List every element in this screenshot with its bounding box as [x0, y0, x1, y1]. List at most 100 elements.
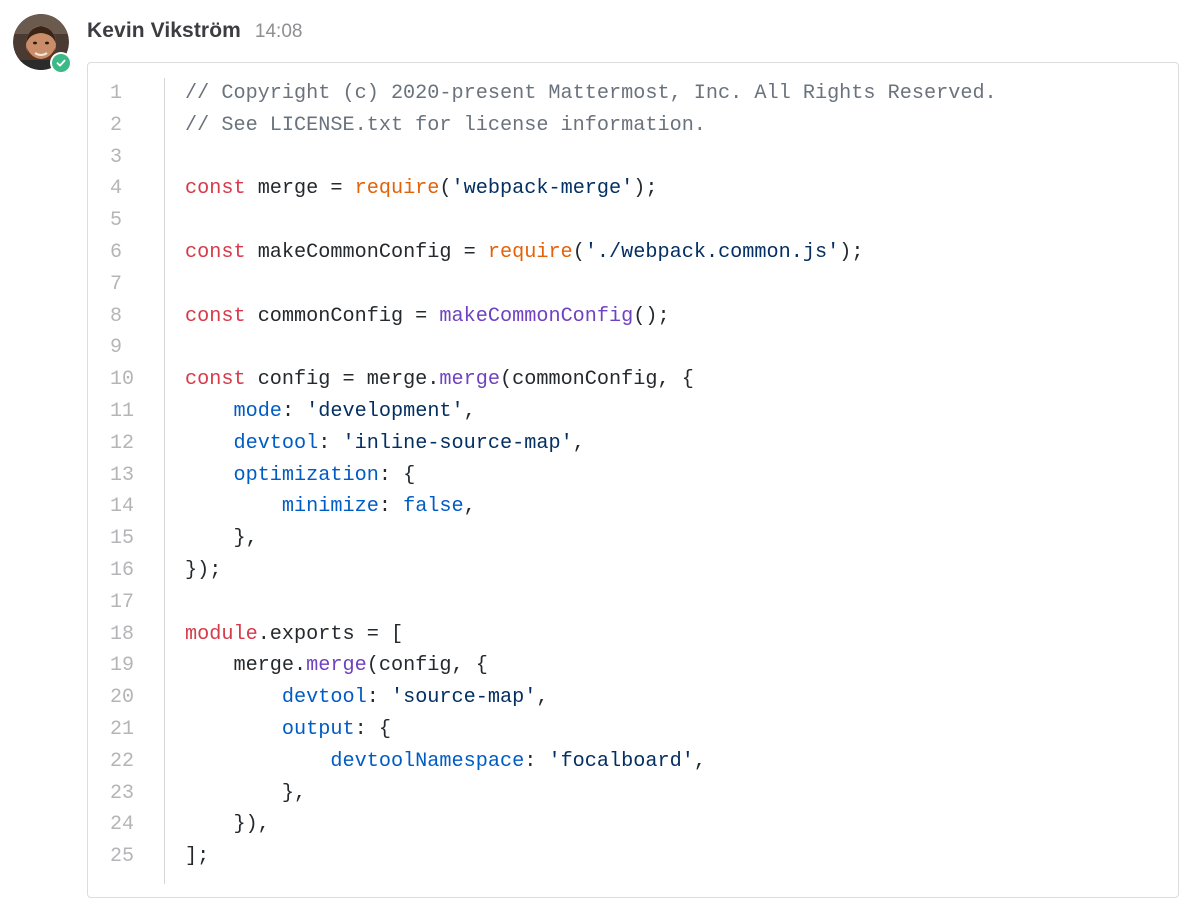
line-number: 20: [110, 686, 135, 710]
code-token-plain: :: [524, 749, 549, 773]
code-line: }),: [185, 809, 1168, 841]
code-token-plain: .exports = [: [257, 622, 404, 646]
code-token-plain: makeCommonConfig =: [245, 240, 488, 264]
code-token-string: 'source-map': [390, 686, 537, 710]
code-token-plain: });: [185, 558, 222, 582]
code-token-plain: (: [572, 240, 585, 264]
code-token-prop: devtoolNamespace: [330, 749, 525, 773]
code-token-plain: merge =: [245, 177, 355, 201]
code-token-plain: [185, 495, 282, 518]
user-avatar-photo[interactable]: [13, 14, 69, 70]
code-token-plain: :: [366, 686, 391, 710]
code-token-plain: merge.: [185, 654, 307, 678]
code-token-keyword: const: [185, 240, 246, 264]
code-line: const commonConfig = makeCommonConfig();: [185, 301, 1168, 333]
code-line: ​: [185, 142, 1168, 174]
line-number: 23: [110, 781, 135, 805]
code-token-prop: output: [281, 717, 355, 741]
line-number: 2: [110, 113, 123, 137]
code-token-prop: false: [403, 495, 464, 519]
code-line: });: [185, 555, 1168, 587]
code-token-plain: ,: [463, 399, 476, 423]
code-token-prop: optimization: [233, 463, 379, 487]
code-token-string: 'webpack-merge': [451, 177, 634, 201]
line-number: 3: [110, 145, 123, 169]
line-number: 8: [110, 304, 123, 328]
line-number: 6: [110, 240, 123, 264]
code-token-string: './webpack.common.js': [584, 240, 840, 264]
code-line: minimize: false,: [185, 491, 1168, 523]
line-number: 4: [110, 177, 123, 201]
code-token-plain: (commonConfig, {: [500, 368, 694, 392]
line-number: 24: [110, 813, 135, 837]
code-line: module.exports = [: [185, 619, 1168, 651]
code-token-plain: config = merge.: [245, 368, 440, 392]
line-number: 19: [110, 654, 135, 678]
code-line: devtool: 'inline-source-map',: [185, 428, 1168, 460]
code-token-plain: },: [185, 527, 258, 551]
code-token-plain: );: [633, 177, 658, 201]
code-token-plain: ,: [572, 431, 585, 455]
code-token-plain: : {: [378, 463, 416, 487]
code-line: merge.merge(config, {: [185, 650, 1168, 682]
code-token-plain: ];: [185, 845, 210, 869]
code-token-plain: :: [378, 495, 404, 519]
code-token-plain: [185, 464, 233, 487]
code-line: },: [185, 778, 1168, 810]
code-token-plain: ();: [633, 304, 670, 328]
code-line: // Copyright (c) 2020-present Mattermost…: [185, 78, 1168, 110]
code-token-comment: // See LICENSE.txt for license informati…: [185, 113, 706, 137]
code-line: ​: [185, 587, 1168, 619]
avatar[interactable]: [13, 14, 72, 74]
gutter-divider: [164, 78, 165, 884]
code-line: mode: 'development',: [185, 396, 1168, 428]
code-line: devtool: 'source-map',: [185, 682, 1168, 714]
code-line: const config = merge.merge(commonConfig,…: [185, 364, 1168, 396]
code-line: // See LICENSE.txt for license informati…: [185, 110, 1168, 142]
username[interactable]: Kevin Vikström: [87, 19, 241, 42]
code-token-plain: :: [281, 399, 307, 423]
code-token-func: merge: [439, 368, 500, 392]
code-token-string: 'focalboard': [548, 749, 694, 773]
code-line: ​: [185, 332, 1168, 364]
code-token-prop: devtool: [281, 686, 367, 710]
line-number: 18: [110, 622, 135, 646]
code-line: },: [185, 523, 1168, 555]
line-number: 7: [110, 272, 123, 296]
code-token-plain: [185, 400, 233, 423]
post-time[interactable]: 14:08: [254, 21, 303, 42]
online-status-dot: [52, 54, 70, 72]
code-line: devtoolNamespace: 'focalboard',: [185, 746, 1168, 778]
code-token-plain: },: [185, 781, 307, 805]
code-token-plain: [185, 686, 282, 709]
code-token-builtin: require: [487, 240, 573, 264]
code-token-string: 'development': [306, 399, 464, 423]
line-number: 25: [110, 845, 135, 869]
code-token-plain: (config, {: [366, 654, 488, 678]
line-number: 13: [110, 463, 135, 487]
line-number: 15: [110, 527, 135, 551]
code-token-plain: ,: [693, 749, 706, 773]
line-number: 21: [110, 717, 135, 741]
code-line: ];: [185, 841, 1168, 873]
post-header: Kevin Vikström 14:08: [87, 19, 302, 43]
line-number: 17: [110, 590, 135, 614]
code-line: optimization: {: [185, 460, 1168, 492]
code-token-string: 'inline-source-map': [342, 431, 573, 455]
code-token-plain: ,: [536, 686, 549, 710]
line-number: 10: [110, 368, 135, 392]
line-number: 1: [110, 82, 123, 105]
code-token-plain: :: [318, 431, 343, 455]
code-token-plain: [185, 750, 330, 773]
check-circle-icon: [56, 59, 66, 67]
code-token-plain: commonConfig =: [245, 304, 440, 328]
line-number: 14: [110, 495, 135, 519]
code-token-plain: (: [439, 177, 452, 201]
code-token-plain: [185, 718, 282, 741]
code-token-keyword: module: [185, 622, 258, 646]
code-token-prop: devtool: [233, 431, 319, 455]
code-token-plain: ,: [463, 495, 476, 519]
